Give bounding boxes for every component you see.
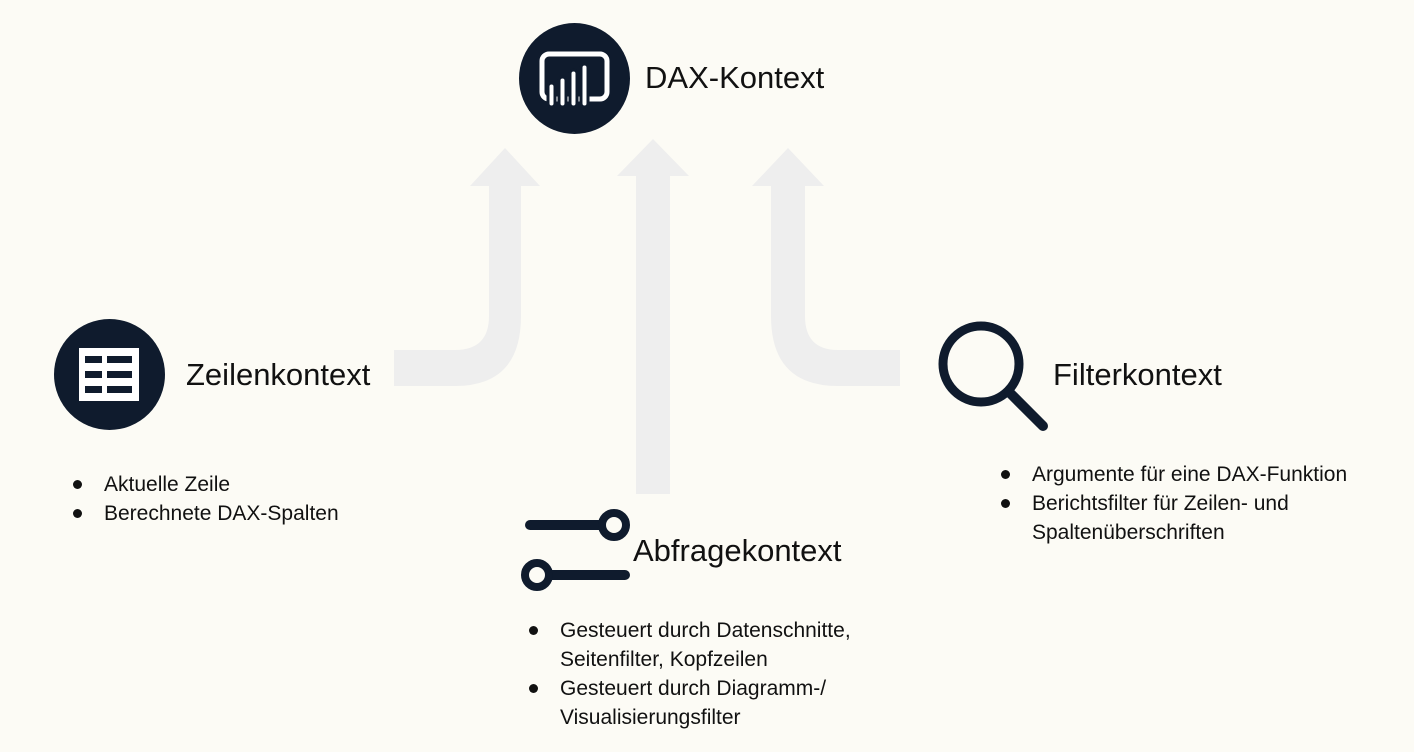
arrow-from-filter-context (752, 148, 900, 386)
power-bi-report-icon (519, 23, 630, 134)
slider-toggle-icon (521, 509, 630, 591)
filter-context-title: Filterkontext (1053, 357, 1222, 392)
list-item: Gesteuert durch Datenschnitte, Seitenfil… (528, 616, 908, 674)
magnifier-icon (938, 321, 1048, 431)
query-context-bullets: Gesteuert durch Datenschnitte, Seitenfil… (528, 616, 908, 732)
arrow-from-row-context (394, 148, 540, 386)
list-item: Berechnete DAX-Spalten (72, 499, 432, 528)
filter-context-bullets: Argumente für eine DAX-Funktion Berichts… (1000, 460, 1410, 547)
list-item: Argumente für eine DAX-Funktion (1000, 460, 1410, 489)
row-context-title: Zeilenkontext (186, 357, 371, 392)
list-item: Berichtsfilter für Zeilen- und Spaltenüb… (1000, 489, 1332, 547)
list-item: Aktuelle Zeile (72, 470, 432, 499)
row-context-bullets: Aktuelle Zeile Berechnete DAX-Spalten (72, 470, 432, 528)
center-title: DAX-Kontext (645, 60, 825, 95)
query-context-title: Abfragekontext (633, 533, 842, 568)
arrow-from-query-context (617, 139, 689, 494)
list-item: Gesteuert durch Diagramm-/ Visualisierun… (528, 674, 908, 732)
table-icon (54, 319, 165, 430)
